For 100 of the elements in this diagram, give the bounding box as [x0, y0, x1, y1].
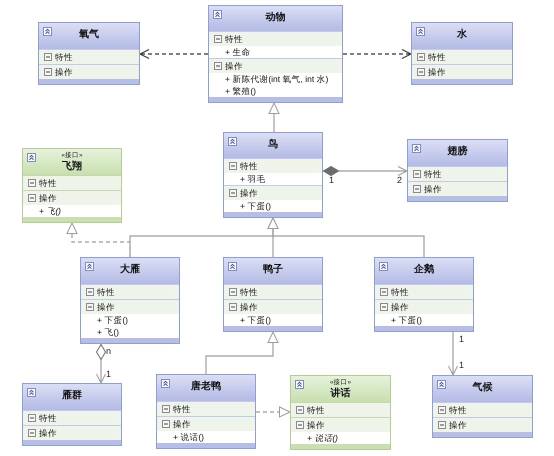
compartment	[408, 181, 507, 196]
compartment	[81, 284, 179, 299]
compartment	[412, 49, 512, 64]
compartment	[433, 417, 532, 432]
section-label: 操作	[307, 419, 325, 432]
section-label: 操作	[428, 66, 446, 79]
compartment	[39, 64, 139, 79]
compartment	[224, 284, 322, 299]
class-name: 飞翔	[62, 160, 82, 173]
operation-text: + 繁殖()	[225, 86, 256, 96]
class-box	[22, 383, 122, 446]
class-box	[156, 374, 256, 449]
section-label: 操作	[55, 66, 73, 79]
section-label: 特性	[391, 286, 409, 299]
compartment	[209, 58, 342, 97]
section-label: 特性	[225, 33, 243, 46]
compartment	[81, 299, 179, 338]
section-label: 特性	[449, 404, 467, 417]
section-label: 特性	[240, 160, 258, 173]
compartment	[23, 175, 121, 190]
operation-text: + 飞()	[39, 206, 61, 216]
class-box	[208, 5, 343, 103]
class-name: 大雁	[120, 263, 140, 276]
class-name: 动物	[266, 11, 286, 24]
operation-text: + 新陈代谢(int 氧气, int 水)	[225, 74, 328, 84]
operation-text: + 下蛋()	[240, 315, 271, 325]
compartment	[224, 299, 322, 326]
compartment	[224, 158, 322, 185]
multiplicity-label: 1	[106, 369, 112, 379]
compartment	[23, 425, 121, 440]
association-arrow	[448, 332, 458, 376]
realization-arrow	[66, 222, 131, 257]
attribute-text: + 羽毛	[240, 174, 266, 184]
section-label: 特性	[97, 286, 115, 299]
aggregation-arrow	[96, 344, 106, 384]
class-name: 鸭子	[263, 263, 283, 276]
compartment	[375, 299, 473, 326]
compartment	[291, 402, 390, 417]
class-name: 氧气	[79, 28, 99, 41]
section-label: 操作	[39, 192, 57, 205]
operation-text: + 下蛋()	[240, 201, 271, 211]
generalization-arrow	[205, 332, 278, 374]
class-name: 讲话	[330, 387, 350, 400]
composition-arrow	[323, 166, 408, 176]
section-label: 操作	[240, 187, 258, 200]
compartment	[23, 190, 121, 217]
section-label: 操作	[240, 301, 258, 314]
section-label: 操作	[424, 183, 442, 196]
section-label: 特性	[307, 404, 325, 417]
generalization-arrow	[268, 218, 425, 257]
multiplicity-label: 2	[397, 175, 402, 185]
section-label: 操作	[39, 427, 57, 440]
dependency-arrow	[140, 49, 208, 59]
section-label: 特性	[424, 168, 442, 181]
class-name: 鸟	[268, 138, 278, 151]
multiplicity-label: 1	[459, 360, 464, 370]
compartment	[157, 401, 255, 416]
interface-box	[22, 148, 122, 223]
class-box	[80, 257, 180, 344]
class-box	[223, 257, 323, 332]
compartment	[157, 416, 255, 443]
section-label: 操作	[97, 301, 115, 314]
realization-arrow	[256, 406, 290, 418]
class-name: 水	[457, 28, 467, 41]
section-label: 特性	[428, 51, 446, 64]
class-box	[407, 139, 508, 202]
class-box	[374, 257, 474, 332]
section-label: 特性	[240, 286, 258, 299]
dependency-arrow	[343, 49, 412, 59]
compartment	[209, 31, 342, 58]
compartment	[291, 417, 390, 444]
section-label: 特性	[173, 403, 191, 416]
multiplicity-label: 1	[329, 175, 334, 185]
section-label: 操作	[391, 301, 409, 314]
section-label: 特性	[39, 412, 57, 425]
interface-box	[290, 375, 391, 450]
operation-text: + 下蛋()	[97, 315, 128, 325]
section-label: 操作	[449, 419, 467, 432]
class-name: 翅膀	[448, 145, 468, 158]
class-name: 气候	[472, 381, 492, 394]
class-box	[411, 22, 513, 85]
compartment	[375, 284, 473, 299]
operation-text: + 说话()	[173, 432, 204, 442]
section-label: 特性	[55, 51, 73, 64]
class-name: 企鹅	[414, 263, 434, 276]
generalization-arrow	[268, 102, 280, 132]
class-box	[38, 22, 140, 85]
compartment	[39, 49, 139, 64]
multiplicity-label: n	[106, 346, 112, 356]
class-box	[432, 375, 533, 438]
class-box	[223, 132, 323, 218]
multiplicity-label: 1	[459, 334, 464, 344]
section-label: 特性	[39, 177, 57, 190]
compartment	[224, 185, 322, 212]
compartment	[408, 166, 507, 181]
compartment	[412, 64, 512, 79]
operation-text: + 说话()	[307, 433, 338, 443]
compartment	[433, 402, 532, 417]
operation-text: + 下蛋()	[391, 315, 422, 325]
class-name: 雁群	[62, 389, 82, 402]
